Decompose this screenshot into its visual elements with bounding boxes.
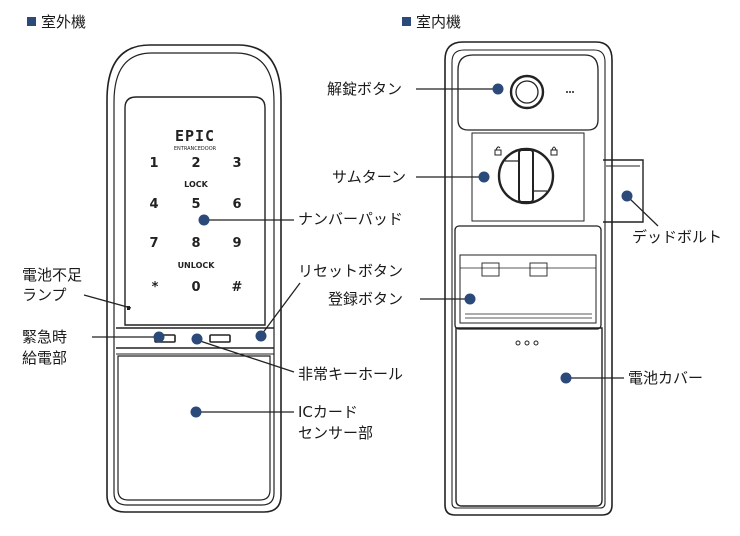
lock-state-icons <box>494 146 558 156</box>
key-9[interactable]: 9 <box>232 236 241 251</box>
heading-outdoor-unit: 室外機 <box>27 11 86 32</box>
label-emergency-line1: 緊急時 <box>22 328 68 346</box>
key-6[interactable]: 6 <box>232 197 241 212</box>
indoor-unit <box>444 41 644 516</box>
key-7[interactable]: 7 <box>149 236 158 251</box>
heading-square-icon <box>27 17 36 26</box>
outdoor-leader-lines <box>83 219 301 413</box>
key-5[interactable]: 5 <box>191 197 200 212</box>
unlock-button[interactable] <box>509 74 545 110</box>
number-pad[interactable]: 1 2 3 4 5 6 7 8 9 * 0 # LOCK UNLOCK <box>149 156 242 295</box>
label-register-button: 登録ボタン <box>328 290 404 308</box>
outdoor-logo-sub: ENTRANCEDOOR <box>174 146 217 152</box>
heading-outdoor-text: 室外機 <box>41 13 87 31</box>
label-reset-button: リセットボタン <box>298 262 404 280</box>
key-8[interactable]: 8 <box>191 236 200 251</box>
outdoor-unit <box>106 44 282 513</box>
key-4[interactable]: 4 <box>149 197 158 212</box>
keypad-lock-text: LOCK <box>184 180 208 189</box>
label-ic-card-line1: ICカード <box>298 403 358 421</box>
label-emergency-line2: 給電部 <box>22 349 68 367</box>
keypad-unlock-text: UNLOCK <box>178 261 216 270</box>
heading-square-icon <box>402 17 411 26</box>
label-low-battery-line2: ランプ <box>22 286 67 304</box>
key-hash[interactable]: # <box>232 280 243 295</box>
label-low-battery-line1: 電池不足 <box>22 266 83 284</box>
indoor-marker-dots <box>464 83 633 384</box>
key-3[interactable]: 3 <box>232 156 241 171</box>
label-number-pad: ナンバーパッド <box>298 210 403 228</box>
label-emergency-keyhole: 非常キーホール <box>298 365 404 383</box>
indicator-dots <box>566 91 574 93</box>
key-0[interactable]: 0 <box>191 280 200 295</box>
label-battery-cover: 電池カバー <box>628 369 704 387</box>
key-star[interactable]: * <box>152 280 159 295</box>
heading-indoor-text: 室内機 <box>416 13 462 31</box>
heading-indoor-unit: 室内機 <box>402 11 461 32</box>
outdoor-logo: EPIC <box>175 127 215 145</box>
key-1[interactable]: 1 <box>149 156 158 171</box>
label-deadbolt: デッドボルト <box>632 228 723 246</box>
indoor-leader-lines <box>416 88 659 379</box>
thumb-turn[interactable] <box>497 147 555 205</box>
key-2[interactable]: 2 <box>191 156 200 171</box>
low-battery-lamp <box>127 306 130 310</box>
label-thumb-turn: サムターン <box>332 168 406 186</box>
label-unlock-button: 解錠ボタン <box>327 80 403 98</box>
battery-cover-dots <box>515 340 539 346</box>
outdoor-marker-dots <box>153 214 267 418</box>
label-ic-card-line2: センサー部 <box>298 424 374 442</box>
